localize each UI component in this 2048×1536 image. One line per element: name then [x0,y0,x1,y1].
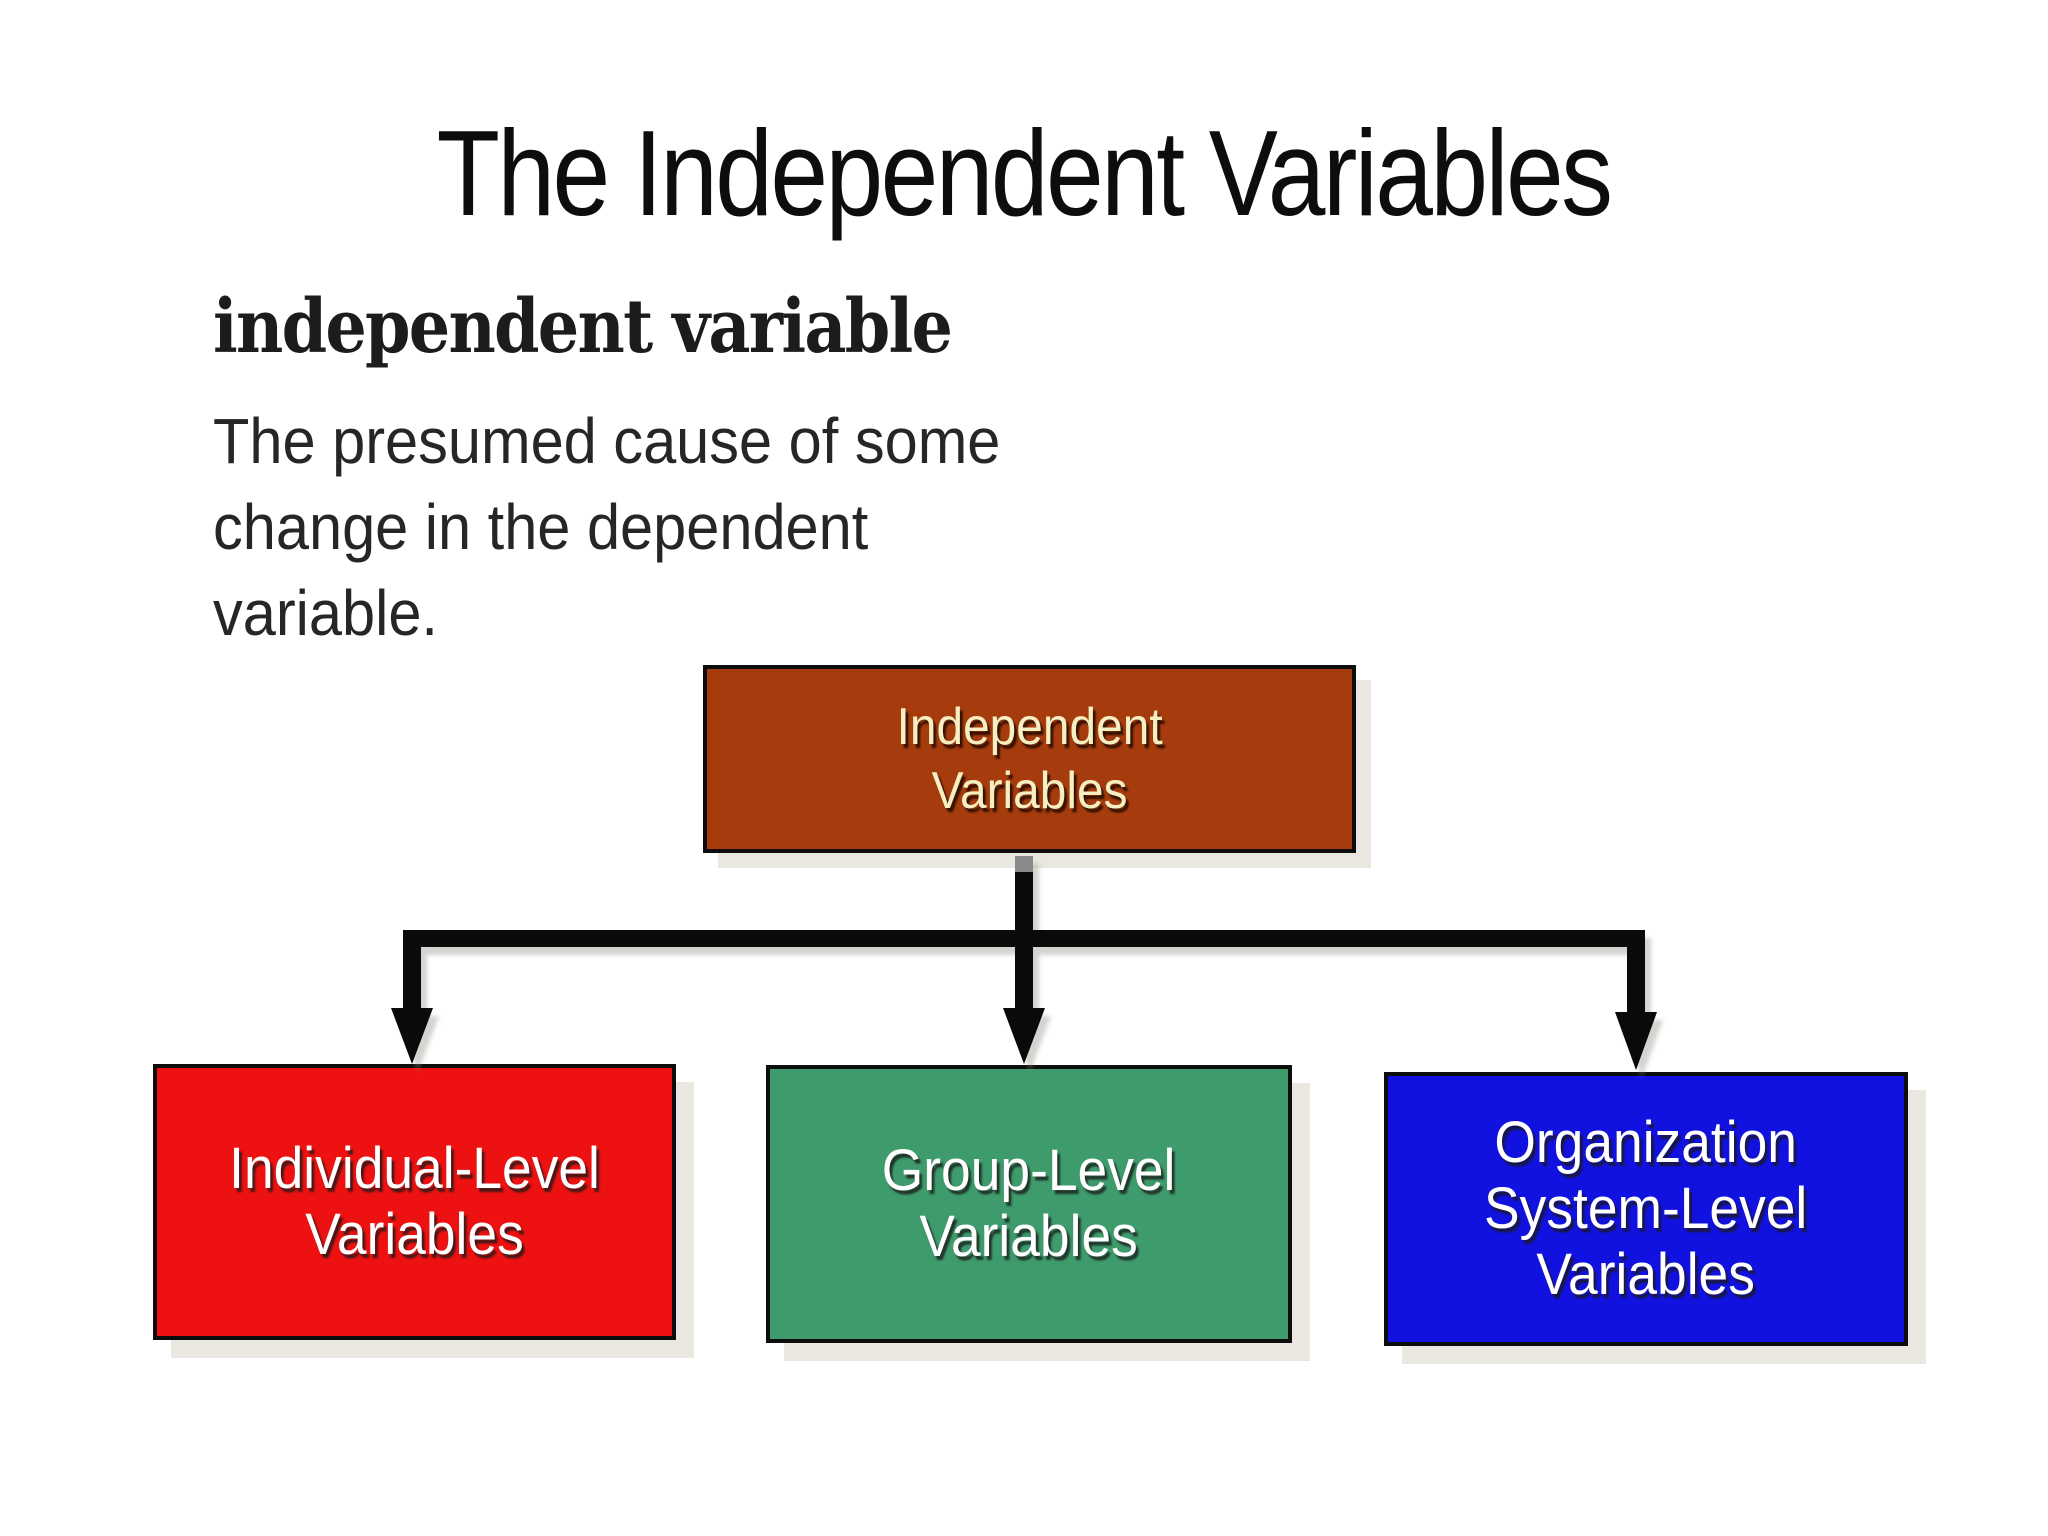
connector-lines [391,872,1657,1070]
connector-stub-gray [1015,856,1033,873]
connector-drop-left [403,942,421,1010]
connector-drop-right [1627,942,1645,1014]
arrowhead-left-icon [391,1008,433,1064]
term-heading: independent variable [213,284,953,370]
connector-drop-center [1015,942,1033,1010]
arrowhead-right-icon [1615,1012,1657,1070]
connector-crossbar [403,930,1645,947]
page-title: The Independent Variables [0,112,2048,234]
page-title-text: The Independent Variables [437,105,1613,241]
arrowhead-center-icon [1003,1008,1045,1064]
connector-stub [1015,872,1033,932]
